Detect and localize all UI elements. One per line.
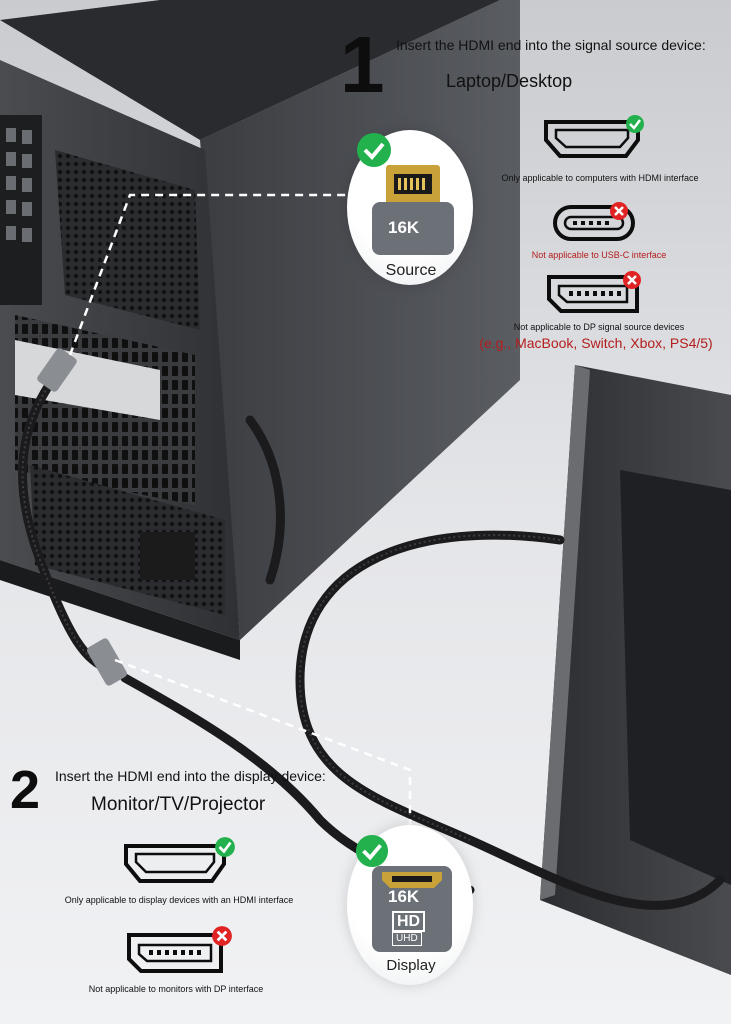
check-icon [357,133,391,167]
step-2-number: 2 [10,760,41,820]
display-chip-label: 16K [388,887,420,906]
cross-icon [610,202,628,220]
step-2-item-2-caption: Not applicable to monitors with DP inter… [88,984,264,994]
step-1-device-type: Laptop/Desktop [446,71,573,91]
cross-icon [212,926,232,946]
uhd-logo-text: UHD [392,932,422,946]
displayport-port-icon [547,275,639,313]
check-icon [626,115,644,133]
source-label: Source [385,262,437,279]
display-label: Display [386,957,436,974]
hdmi-port-icon [124,844,226,883]
cross-icon [623,271,641,289]
source-chip-label: 16K [388,218,420,237]
hdmi-male-connector [372,165,454,255]
step-1-item-3-examples: (e.g., MacBook, Switch, Xbox, PS4/5) [479,335,713,351]
step-1-item-1-caption: Only applicable to computers with HDMI i… [501,173,699,183]
usb-c-port-icon [553,205,635,241]
step-1-number: 1 [340,20,385,109]
check-icon [355,834,389,868]
check-icon [215,837,235,857]
step-1-item-2-caption: Not applicable to USB-C interface [531,250,667,260]
displayport-port-icon [127,933,223,973]
step-1-instruction: Insert the HDMI end into the signal sour… [396,37,706,53]
step-2-item-1-caption: Only applicable to display devices with … [64,895,294,905]
hd-logo-text: HD [392,911,426,932]
step-2-instruction: Insert the HDMI end into the display dev… [55,768,326,784]
step-2-device-type: Monitor/TV/Projector [91,794,266,815]
step-1-item-3-caption: Not applicable to DP signal source devic… [513,322,685,332]
